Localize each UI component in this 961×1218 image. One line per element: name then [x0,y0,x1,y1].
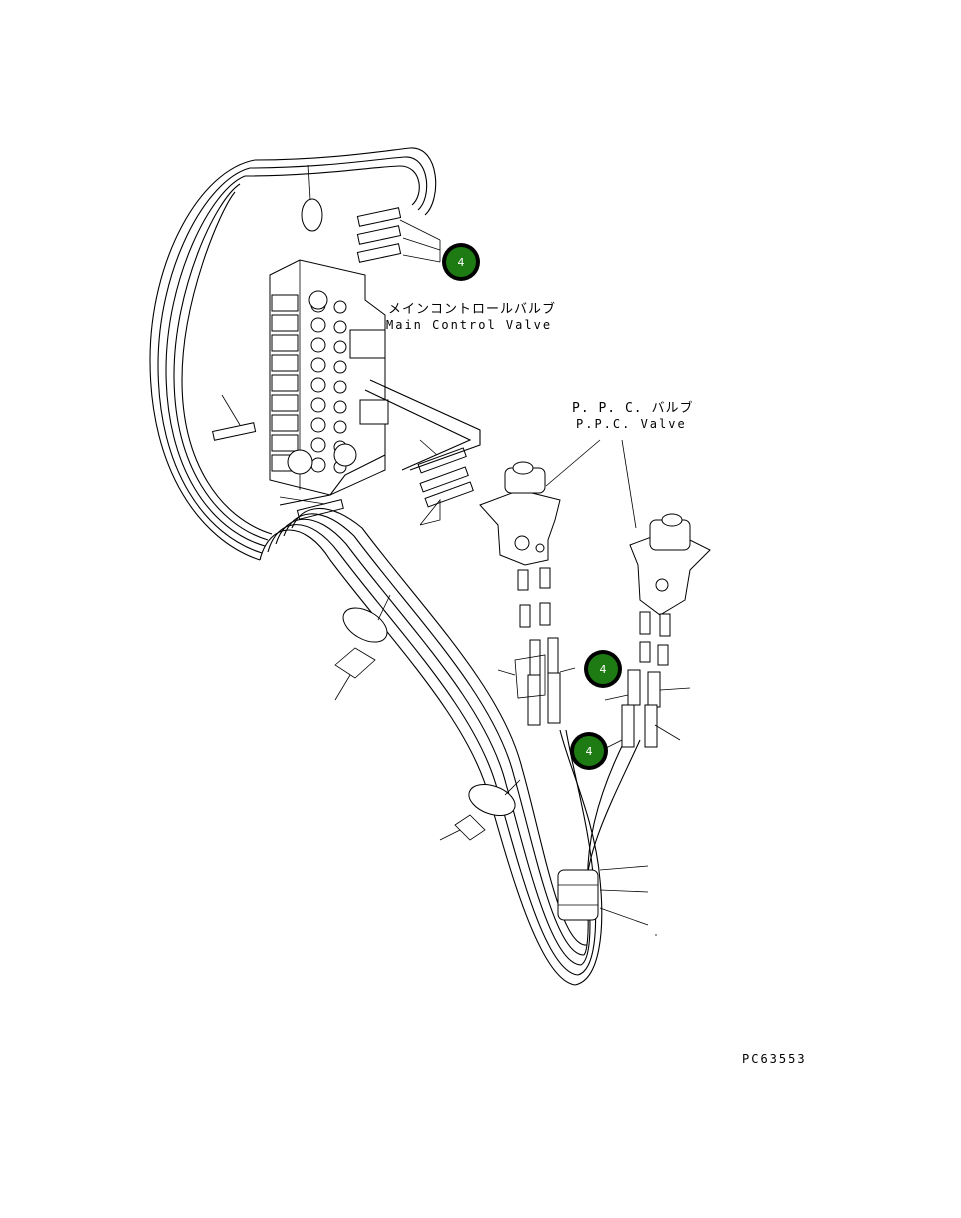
hose-clamp-top [301,164,323,232]
valve-port [333,340,347,354]
callout-number: 4 [586,745,593,758]
valve-section [271,334,299,352]
hose-bundle-lower [259,507,641,986]
hose-bundle-upper [149,147,437,561]
valve-section [271,374,299,392]
fittings-right [417,439,474,526]
main-valve-label-en: Main Control Valve [386,318,552,332]
valve-section [271,354,299,372]
valve-port [310,457,326,473]
valve-port [310,317,326,333]
main-control-valve [269,259,389,496]
valve-port [310,437,326,453]
callout-badge-2: 4 [584,650,622,688]
fitting-bottom [279,496,344,520]
callout-badge-1: 4 [442,243,480,281]
valve-port [333,320,347,334]
valve-port [333,300,347,314]
fitting-left [212,394,257,441]
valve-port [310,337,326,353]
callout-badge-3: 4 [570,732,608,770]
valve-port [310,417,326,433]
valve-port [333,400,347,414]
valve-port [310,397,326,413]
valve-port [333,380,347,394]
valve-section [271,394,299,412]
hose-clamp-3 [557,865,649,926]
ppc-valve-right [629,513,711,616]
valve-port [310,357,326,373]
pipes-valve-right [279,379,481,506]
ppc-valve-left [479,461,561,566]
ppc-label-jp: P. P. C. バルブ [572,400,693,416]
ppc-leader-lines [545,439,637,529]
drawing-code: PC63553 [742,1052,807,1066]
callout-number: 4 [600,663,607,676]
main-valve-label-jp: メインコントロールバルブ [388,301,556,317]
fittings-valve-top [356,207,441,263]
valve-port [333,420,347,434]
ppc-label-en: P.P.C. Valve [576,417,687,431]
fittings-ppc-right [604,611,691,748]
valve-section [271,294,299,312]
hose-clamp-2 [439,779,521,841]
fittings-ppc-left [497,567,561,726]
valve-section [271,414,299,432]
hose-clamp-1 [334,594,391,701]
callout-number: 4 [458,256,465,269]
valve-section [271,314,299,332]
valve-port [333,360,347,374]
valve-section [271,434,299,452]
valve-port [310,377,326,393]
